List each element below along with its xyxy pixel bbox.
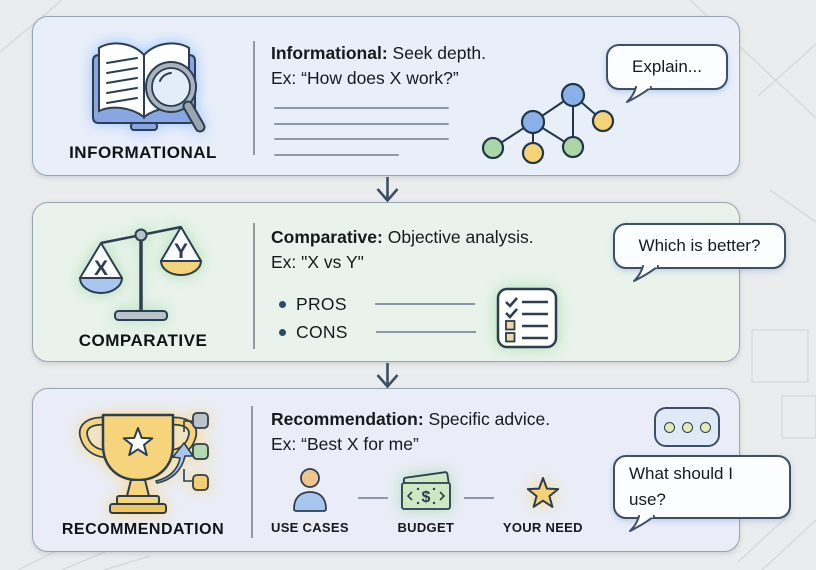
- heading-term: Informational:: [271, 43, 388, 63]
- placeholder-line: [274, 138, 449, 140]
- heading-term: Recommendation:: [271, 409, 424, 429]
- dot: [663, 421, 675, 433]
- typing-dots-icon: [654, 407, 720, 447]
- factor-row: USE CASES $ BUDGET YOUR NEED: [271, 465, 583, 535]
- speech-bubble-what-should-i-use: What should I use?: [613, 455, 791, 532]
- pros-bullet: PROS: [279, 293, 475, 315]
- bubble-line: use?: [629, 490, 666, 509]
- person-icon: [293, 468, 327, 512]
- bubble-tail: [629, 514, 655, 532]
- factor-your-need: YOUR NEED: [503, 465, 583, 535]
- scale-right-letter: Y: [174, 240, 188, 263]
- trophy-star-icon: [122, 427, 154, 457]
- down-arrow-icon: [376, 177, 399, 203]
- factor-use-cases: USE CASES: [271, 465, 349, 535]
- check-icon: [505, 297, 518, 308]
- heading-example: Ex: “How does X work?”: [271, 68, 459, 88]
- panel-label-recommendation: RECOMMENDATION: [61, 521, 225, 538]
- panel-label-comparative: COMPARATIVE: [78, 331, 208, 350]
- curved-arrow-icon: [155, 442, 194, 484]
- bullet-line: [374, 303, 475, 305]
- heading-example: Ex: “Best X for me”: [271, 434, 419, 454]
- divider: [253, 223, 255, 349]
- comparative-heading: Comparative: Objective analysis. Ex: "X …: [271, 225, 534, 275]
- trophy-icon: [78, 412, 209, 514]
- placeholder-line: [274, 123, 449, 125]
- bubble-tail: [626, 85, 652, 103]
- book-text-lines: [106, 57, 138, 104]
- bubble-tail: [633, 264, 659, 282]
- recommendation-panel: RECOMMENDATION Recommendation: Specific …: [32, 388, 791, 552]
- node-graph-icon: [481, 82, 615, 165]
- scale-left-letter: X: [94, 257, 108, 280]
- informational-panel: INFORMATIONAL Informational: Seek depth.…: [32, 16, 740, 176]
- checklist-icon: [496, 287, 558, 349]
- star-icon: [526, 477, 560, 508]
- heading-desc: Objective analysis.: [387, 227, 534, 247]
- heading-example: Ex: "X vs Y": [271, 252, 364, 272]
- heading-desc: Specific advice.: [428, 409, 551, 429]
- factor-budget: $ BUDGET: [397, 465, 455, 535]
- money-icon: $: [400, 471, 451, 510]
- informational-heading: Informational: Seek depth. Ex: “How does…: [271, 41, 486, 91]
- dot: [699, 421, 711, 433]
- dollar-symbol: $: [421, 489, 430, 506]
- magnifier-icon: [145, 61, 206, 133]
- bullet-dot: [279, 300, 286, 308]
- recommendation-heading: Recommendation: Specific advice. Ex: “Be…: [271, 407, 550, 457]
- bullet-dot: [279, 328, 286, 336]
- heading-term: Comparative:: [271, 227, 383, 247]
- cons-bullet: CONS: [279, 321, 476, 343]
- book-magnifier-icon: [92, 42, 206, 133]
- placeholder-line: [274, 154, 399, 156]
- divider: [253, 41, 255, 155]
- speech-bubble-explain: Explain...: [606, 44, 728, 103]
- divider: [251, 406, 253, 538]
- placeholder-line: [274, 107, 449, 109]
- speech-bubble-which-is-better: Which is better?: [613, 223, 786, 282]
- factor-dash: [357, 497, 388, 499]
- dot: [681, 421, 693, 433]
- panel-label-informational: INFORMATIONAL: [69, 143, 217, 162]
- down-arrow-icon: [376, 363, 399, 389]
- heading-desc: Seek depth.: [392, 43, 486, 63]
- comparative-panel: X Y COMPARATIVE Comparative: Objective a…: [32, 202, 786, 362]
- bubble-line: What should I: [629, 464, 733, 483]
- balance-scale-icon: X Y: [78, 225, 203, 321]
- factor-dash: [463, 497, 494, 499]
- bullet-line: [375, 331, 476, 333]
- check-icon: [505, 308, 518, 319]
